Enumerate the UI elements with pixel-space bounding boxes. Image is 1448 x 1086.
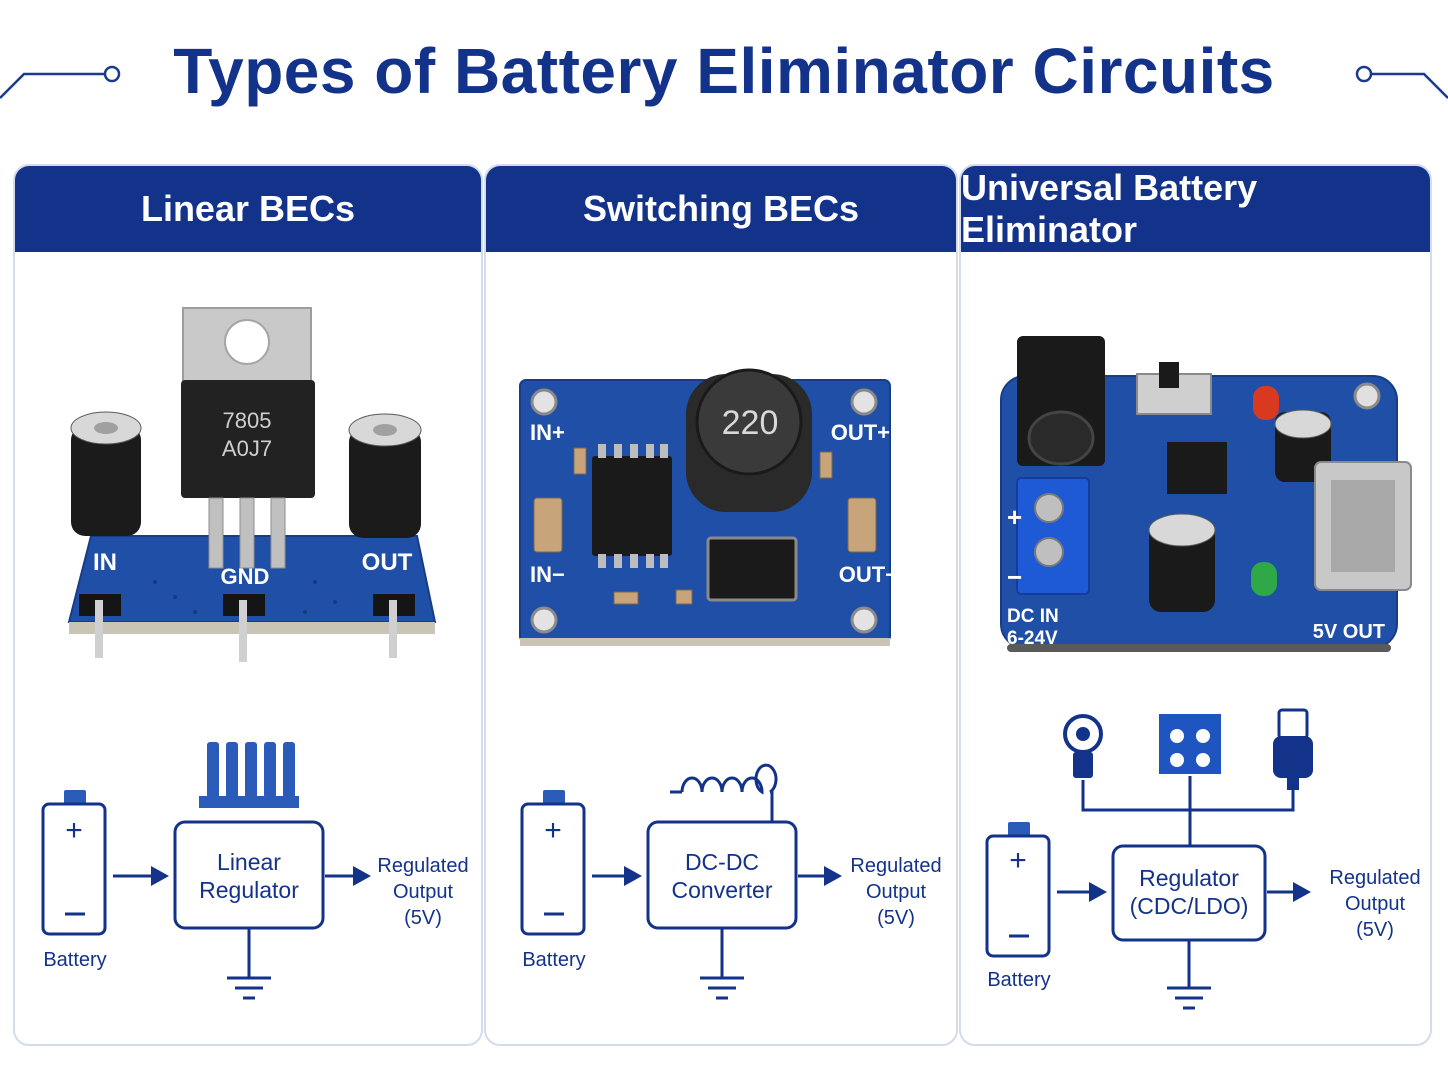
- heatsink-icon: [199, 742, 299, 808]
- regulator-chip: [181, 380, 315, 498]
- decorative-lines: [0, 65, 1448, 99]
- screw-terminal-block: [1016, 477, 1090, 595]
- capacitor-bottom: [1148, 513, 1216, 612]
- block-label-2: Regulator: [199, 877, 299, 903]
- output-label-2: Output: [393, 881, 453, 903]
- capacitor-left: [70, 411, 142, 536]
- schottky-diode: [706, 536, 798, 602]
- pcb-edge: [69, 622, 435, 634]
- pcb-edge: [1007, 644, 1391, 652]
- output-label-2: Output: [1345, 893, 1405, 915]
- output-label-3: (5V): [404, 907, 442, 929]
- linear-schematic: + Battery Linear Regulator Regulated Out…: [41, 742, 469, 1000]
- left-deco-line: [0, 72, 104, 99]
- right-deco-line: [1372, 72, 1448, 99]
- dc-in-range-label: 6-24V: [1007, 628, 1058, 649]
- inductor-icon: [670, 763, 778, 822]
- usb-port: [1314, 461, 1412, 591]
- usb-out-label: 5V OUT: [1313, 621, 1385, 643]
- arrow-in: [592, 866, 642, 886]
- capacitor-right: [348, 413, 422, 538]
- arrow-in: [1057, 882, 1107, 902]
- block-label-1: Linear: [217, 849, 281, 875]
- usb-plug-icon: [1273, 708, 1313, 790]
- arrow-in: [113, 866, 169, 886]
- pcb-edge: [520, 638, 890, 646]
- dc-in-label: DC IN: [1007, 606, 1059, 627]
- chip-marking-1: 7805: [223, 408, 272, 433]
- ground-symbol: [227, 928, 271, 1000]
- smd-capacitors: [533, 447, 877, 605]
- led-red: [1253, 386, 1279, 420]
- panel-linear-becs: Linear BECs 7805 A0J7: [13, 164, 483, 1046]
- converter-block: [646, 820, 798, 930]
- svg-text:+: +: [1009, 844, 1027, 877]
- chip-marking-2: A0J7: [222, 436, 272, 461]
- terminal-block-icon: [1159, 714, 1221, 774]
- panel-universal-battery-eliminator: Universal Battery Eliminator: [959, 164, 1432, 1046]
- output-label-3: (5V): [877, 907, 915, 929]
- inductor: [686, 368, 812, 512]
- pin-label-gnd: GND: [221, 564, 270, 589]
- minus-label: −: [1007, 562, 1022, 592]
- dc-barrel-jack: [1017, 336, 1105, 466]
- ground-symbol: [700, 928, 744, 1000]
- dc-barrel-jack-icon: [1063, 714, 1103, 778]
- universal-schematic: + Battery Regulator (CDC/LDO) Regulated …: [985, 708, 1421, 1010]
- mounting-hole: [1353, 382, 1381, 410]
- input-bus-lines: [1081, 776, 1295, 846]
- pin-label-out-minus: OUT−: [839, 562, 898, 587]
- universal-eliminator-board: + − DC IN 6-24V 5V OUT: [1000, 336, 1412, 652]
- block-label-2: (CDC/LDO): [1130, 893, 1249, 919]
- arrow-out: [1267, 882, 1311, 902]
- page-title: Types of Battery Eliminator Circuits: [173, 35, 1275, 107]
- mounting-hole: [224, 319, 270, 365]
- linear-regulator-board: 7805 A0J7 IN GND OUT: [67, 307, 437, 662]
- right-deco-node: [1355, 65, 1373, 83]
- panel-switching-becs: Switching BECs 220: [484, 164, 958, 1046]
- block-label-2: Converter: [672, 877, 773, 903]
- output-label-2: Output: [866, 881, 926, 903]
- svg-text:+: +: [65, 814, 83, 847]
- pin-label-in-plus: IN+: [530, 420, 565, 445]
- output-label-1: Regulated: [850, 855, 941, 877]
- switching-converter-board: 220 IN+ IN− OUT+ OUT−: [519, 368, 898, 646]
- left-deco-node: [103, 65, 121, 83]
- output-label-3: (5V): [1356, 919, 1394, 941]
- pin-label-in-minus: IN−: [530, 562, 565, 587]
- battery-icon: +: [41, 790, 107, 936]
- pin-label-in: IN: [93, 549, 117, 576]
- header-pins: [79, 594, 415, 662]
- arrow-out: [798, 866, 842, 886]
- led-green: [1251, 562, 1277, 596]
- mounting-holes: [530, 388, 878, 634]
- svg-text:+: +: [544, 814, 562, 847]
- switching-ic: [592, 444, 672, 568]
- battery-label: Battery: [522, 949, 585, 971]
- panel-header: Linear BECs: [15, 166, 481, 252]
- chip-legs: [208, 497, 286, 569]
- controller-ic: [1167, 442, 1227, 494]
- inductor-code: 220: [722, 404, 779, 442]
- battery-icon: +: [985, 822, 1051, 958]
- output-label-1: Regulated: [377, 855, 468, 877]
- ground-symbol: [1167, 940, 1211, 1010]
- switching-schematic: + Battery DC-DC Converter Regulated Outp…: [520, 763, 942, 1000]
- pin-label-out: OUT: [362, 549, 413, 576]
- block-label-1: DC-DC: [685, 849, 759, 875]
- battery-label: Battery: [987, 969, 1050, 991]
- panel-header: Switching BECs: [486, 166, 956, 252]
- battery-label: Battery: [43, 949, 106, 971]
- pin-label-out-plus: OUT+: [831, 420, 890, 445]
- plus-label: +: [1007, 502, 1022, 532]
- block-label-1: Regulator: [1139, 865, 1239, 891]
- arrow-out: [325, 866, 371, 886]
- pcb-vias: [153, 580, 337, 614]
- slide-switch: [1136, 362, 1212, 415]
- title-area: Types of Battery Eliminator Circuits: [0, 0, 1448, 150]
- output-label-1: Regulated: [1329, 867, 1420, 889]
- battery-icon: +: [520, 790, 586, 936]
- panel-header: Universal Battery Eliminator: [961, 166, 1430, 252]
- regulator-block: [173, 820, 325, 930]
